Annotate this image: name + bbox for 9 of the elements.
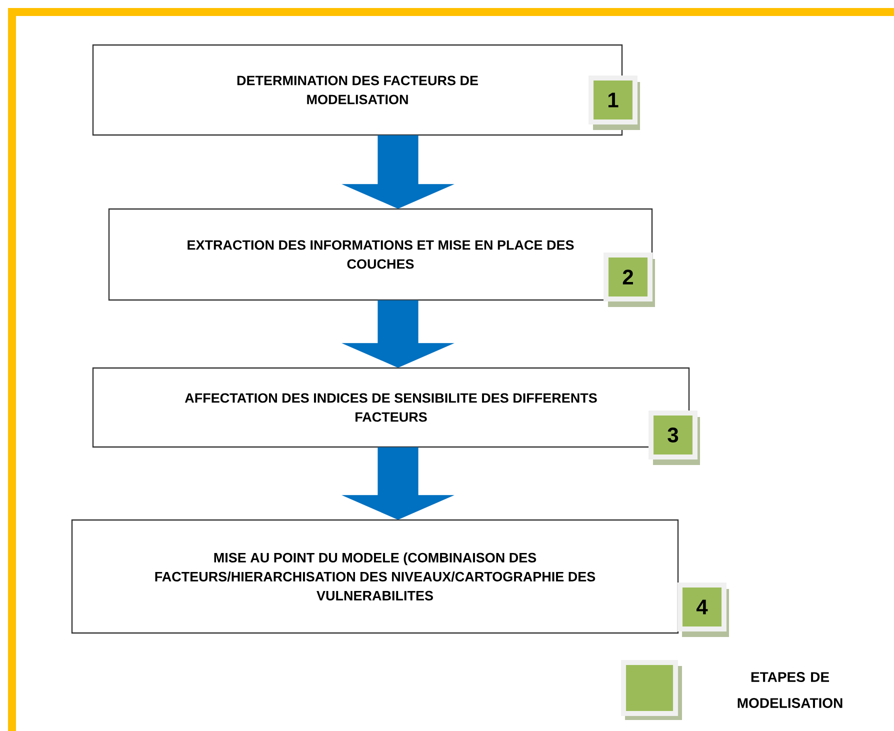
legend-label: ETAPES DE MODELISATION bbox=[738, 672, 842, 708]
number-badge: 2 bbox=[604, 252, 655, 307]
number-badge: 3 bbox=[648, 410, 700, 465]
number-badge: 1 bbox=[588, 76, 640, 130]
block-arrow bbox=[342, 447, 454, 520]
step-box: MISE AU POINT DU MODELE (COMBINAISON DES FACTEURS/HIERARCHISATION DES NIVEAUX/CARTOGRAPHIE DES VULNERABILITES bbox=[71, 519, 679, 634]
block-arrow bbox=[342, 300, 454, 368]
block-arrow bbox=[342, 135, 454, 209]
number-badge: 4 bbox=[678, 582, 729, 637]
